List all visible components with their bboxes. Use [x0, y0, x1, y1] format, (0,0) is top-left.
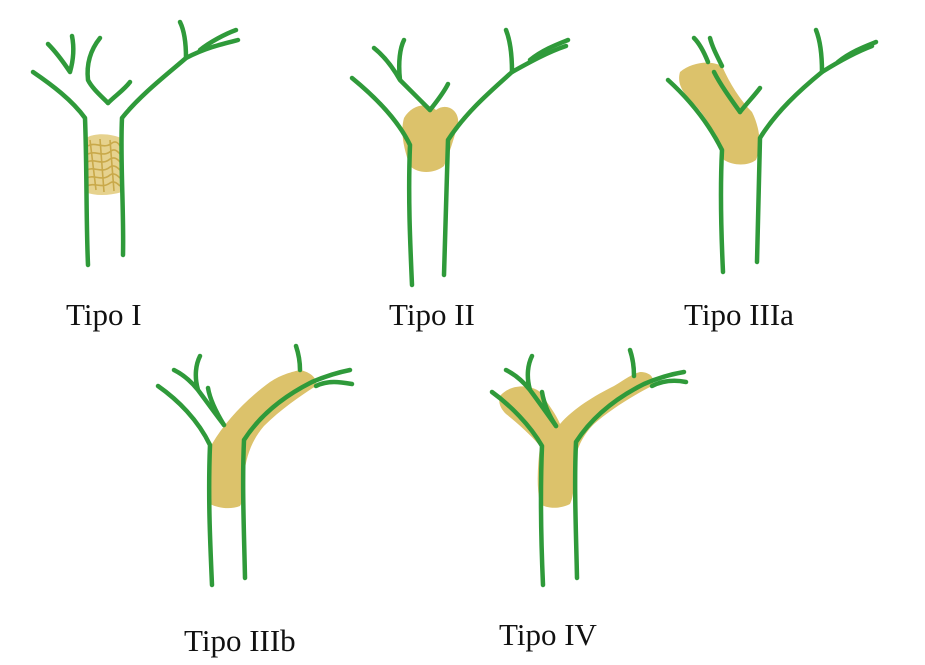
label-tipo-iiib: Tipo IIIb [184, 625, 296, 656]
label-tipo-iiia: Tipo IIIa [684, 299, 794, 330]
label-tipo-i: Tipo I [66, 299, 142, 330]
label-tipo-iv: Tipo IV [499, 619, 597, 650]
ducts-tipo-iv [492, 350, 686, 585]
label-tipo-ii: Tipo II [389, 299, 475, 330]
